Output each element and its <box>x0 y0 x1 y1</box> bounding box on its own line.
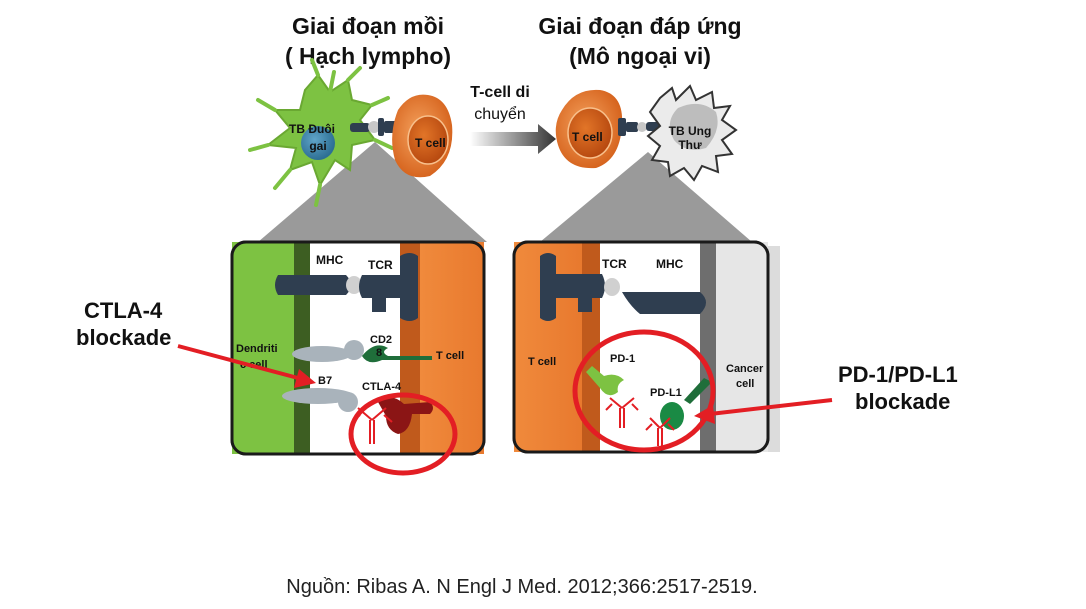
b7-upper <box>292 346 352 362</box>
pd1-blockade-arrowhead <box>694 405 715 424</box>
tumor-cell <box>646 84 738 182</box>
right-mhc-label: MHC <box>656 257 684 271</box>
pd1-blockade-circle <box>572 329 716 453</box>
ctla4-blockade-label-line2: blockade <box>76 325 171 350</box>
tumor-label-line1: TB Ung <box>669 124 712 138</box>
effector-title-line2: (Mô ngoại vi) <box>569 43 711 69</box>
right-peptide <box>604 278 620 296</box>
b7-upper-head <box>344 340 364 360</box>
top-right-t-cell-label: T cell <box>572 130 603 144</box>
right-roof <box>540 152 752 242</box>
tumor-label-line2: Thư <box>678 138 702 152</box>
top-left-t-cell-label: T cell <box>415 136 446 150</box>
cancer-label-line2: cell <box>736 378 754 390</box>
left-tcell-label: T cell <box>436 350 464 362</box>
cd28-label-line1: CD2 <box>370 334 392 346</box>
pd1-blockade-arrow <box>709 398 833 416</box>
migrate-label-line2: chuyển <box>474 105 526 123</box>
right-antibody-2 <box>645 417 675 446</box>
dendritic-nucleus <box>301 126 335 160</box>
top-left-t-cell <box>392 94 453 178</box>
pdl1 <box>684 378 712 404</box>
b7-lower <box>282 388 354 404</box>
priming-title-line2: ( Hạch lympho) <box>285 43 451 69</box>
cd28-label-line2: 8 <box>376 347 382 359</box>
right-tcell-label: T cell <box>528 356 556 368</box>
pd1-blockade-label-line2: blockade <box>855 389 950 414</box>
ctla4-blockade-circle <box>348 392 458 476</box>
source-citation: Nguồn: Ribas A. N Engl J Med. 2012;366:2… <box>286 576 757 598</box>
left-mhc <box>275 275 351 295</box>
top-right-tcr-mhc <box>618 118 660 136</box>
pd1-blockade-label-line1: PD-1/PD-L1 <box>838 362 958 387</box>
migrate-arrow <box>470 124 556 154</box>
ctla4-blockade-arrow <box>177 344 299 380</box>
left-tcr-label: TCR <box>368 258 393 272</box>
dendritic-cell <box>248 58 394 207</box>
effector-title-line1: Giai đoạn đáp ứng <box>538 13 741 39</box>
ctla4-blockade-arrowhead <box>294 369 316 388</box>
cancer-label-line1: Cancer <box>726 363 764 375</box>
b7-label: B7 <box>318 375 332 387</box>
right-tcr-label: TCR <box>602 257 627 271</box>
dendritic-label-line1: TB Đuôi <box>289 122 335 136</box>
dendritic-label-line2: gai <box>309 139 326 153</box>
ctla4-blockade-label-line1: CTLA-4 <box>84 298 163 323</box>
right-antibody-1 <box>605 397 639 428</box>
pdl1-label: PD-L1 <box>650 387 682 399</box>
pd1-label: PD-1 <box>610 353 635 365</box>
top-right-t-cell <box>555 89 623 169</box>
pd1 <box>586 366 624 396</box>
left-tcr <box>359 253 418 321</box>
right-tcr <box>540 253 605 321</box>
left-roof <box>258 142 487 242</box>
left-dendritic-label-line1: Dendriti <box>236 343 278 355</box>
left-peptide <box>346 276 362 294</box>
cd28 <box>362 345 432 363</box>
ctla4 <box>378 397 433 434</box>
right-mhc <box>622 292 706 314</box>
migrate-label-line1: T-cell di <box>470 84 530 101</box>
ctla4-label: CTLA-4 <box>362 381 402 393</box>
left-mhc-label: MHC <box>316 253 344 267</box>
b7-lower-head <box>338 392 358 412</box>
priming-title-line1: Giai đoạn mồi <box>292 13 444 39</box>
